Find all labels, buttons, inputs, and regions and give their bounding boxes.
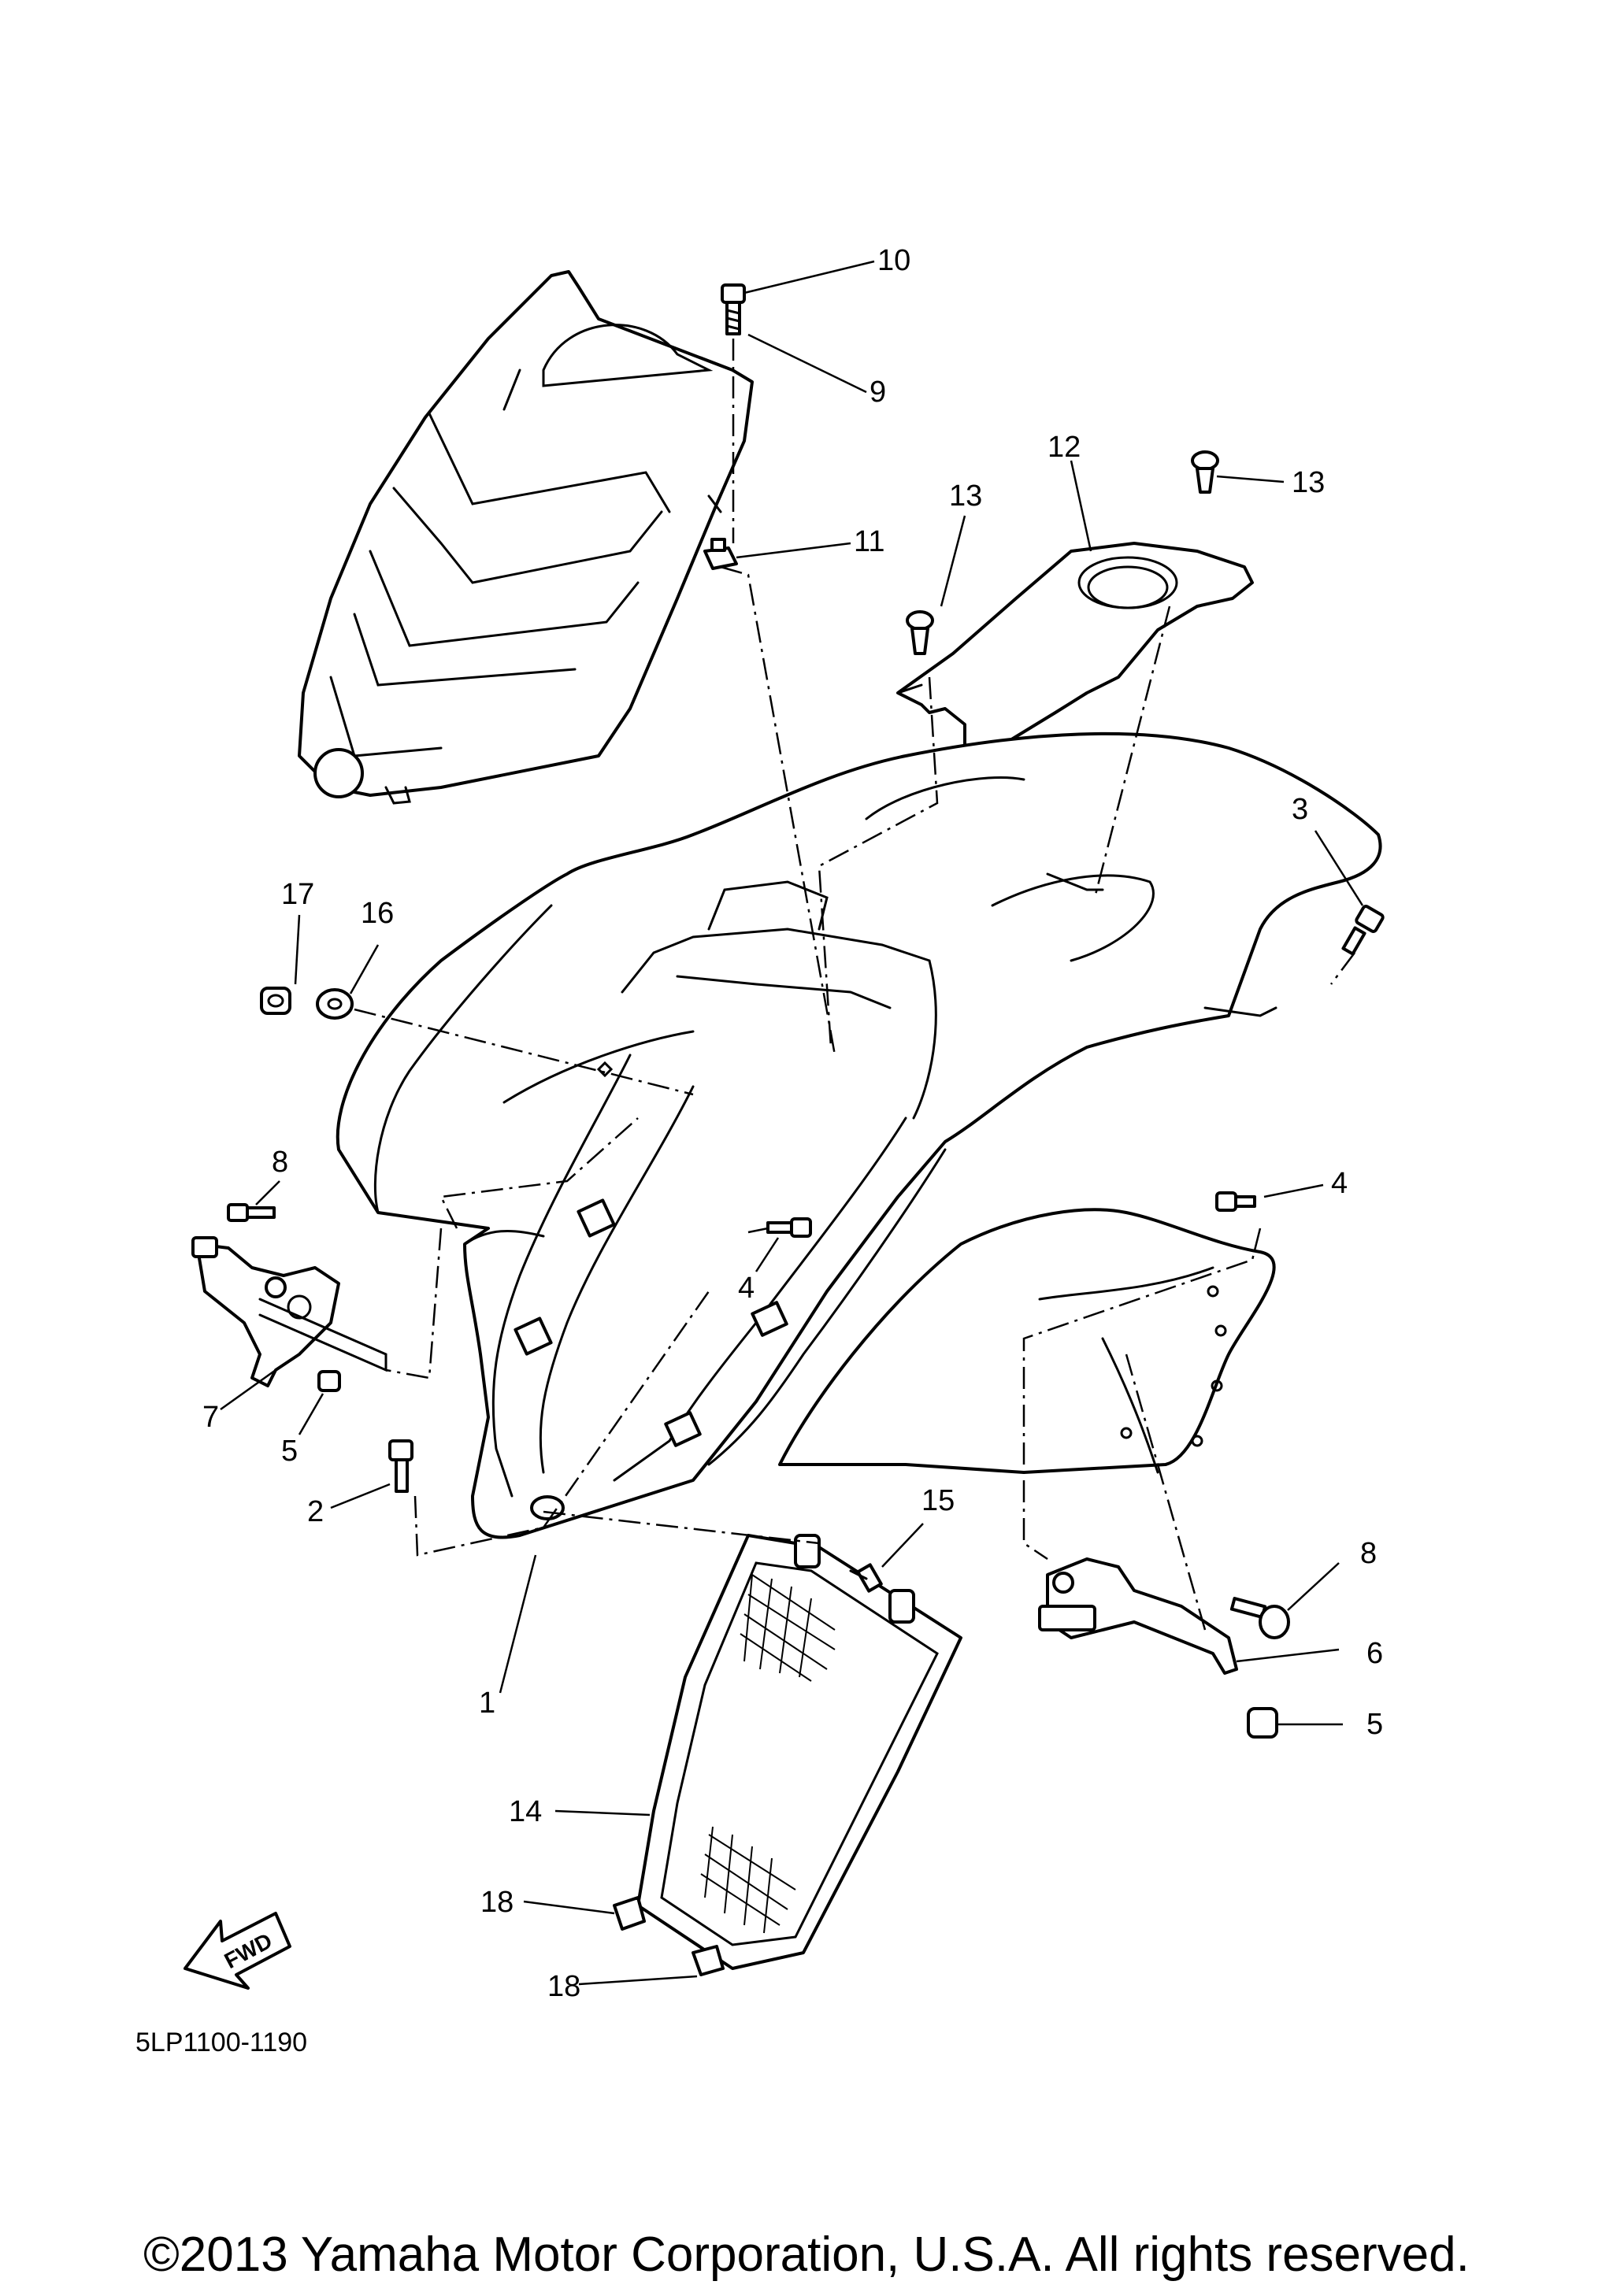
- bolt-2: [388, 1439, 413, 1493]
- callout-5-right: 5: [1366, 1708, 1383, 1741]
- screw-4-right: [1215, 1191, 1256, 1212]
- callout-8-left: 8: [272, 1146, 288, 1179]
- top-panel-part: [896, 542, 1254, 757]
- right-bracket-6: [1038, 1557, 1238, 1675]
- right-fender-panel: [778, 1208, 1276, 1474]
- front-top-cover-part: [298, 270, 754, 805]
- washer-16: [316, 988, 354, 1020]
- grille-panel-part: [636, 1534, 962, 1970]
- screw-15: [849, 1563, 883, 1593]
- callout-12: 12: [1048, 431, 1081, 464]
- callout-17: 17: [281, 878, 314, 911]
- nut-5-left: [317, 1370, 341, 1392]
- callout-11: 11: [854, 525, 884, 558]
- callout-18-lower: 18: [547, 1970, 580, 2003]
- callout-13-left: 13: [949, 480, 982, 513]
- callout-16: 16: [361, 897, 394, 930]
- nut-17: [260, 987, 291, 1015]
- callout-10: 10: [877, 244, 910, 277]
- callout-2: 2: [307, 1495, 324, 1528]
- rivet-13-left: [906, 610, 934, 655]
- callout-15: 15: [921, 1484, 955, 1517]
- leader-lines: [220, 260, 1364, 1986]
- diagram-code: 5LP1100-1190: [135, 2028, 307, 2057]
- callout-4-center: 4: [738, 1272, 755, 1305]
- nut-5-right: [1247, 1707, 1278, 1739]
- callout-13-right: 13: [1292, 466, 1325, 499]
- callout-9: 9: [870, 376, 886, 409]
- front-fender-part: [336, 731, 1382, 1539]
- clip-18-lower: [692, 1945, 725, 1976]
- callout-8-right: 8: [1360, 1537, 1377, 1570]
- callout-3: 3: [1292, 793, 1308, 826]
- clip-nut-11: [703, 538, 738, 570]
- assembly-lines: [354, 339, 1355, 1631]
- callout-4-right: 4: [1331, 1167, 1348, 1200]
- callout-7: 7: [202, 1401, 219, 1434]
- bolt-3: [1341, 905, 1385, 956]
- left-bracket-7: [191, 1236, 387, 1387]
- clip-18-upper: [613, 1896, 646, 1931]
- callout-labels: 10 9 11 12 13 13 3 17 16 8 4 4 7 5 2 15 …: [202, 244, 1383, 2003]
- bolt-10: [721, 283, 746, 335]
- rivet-13-right: [1191, 450, 1219, 494]
- callout-6: 6: [1366, 1637, 1383, 1670]
- screw-4-center: [766, 1217, 812, 1238]
- copyright-notice: ©2013 Yamaha Motor Corporation, U.S.A. A…: [143, 2227, 1470, 2282]
- bolt-8-left: [227, 1203, 276, 1222]
- bolt-8-right: [1229, 1597, 1290, 1639]
- callout-5-left: 5: [281, 1435, 298, 1468]
- callout-14: 14: [509, 1795, 542, 1828]
- fwd-arrow-icon: FWD: [184, 1912, 291, 1990]
- callout-18-upper: 18: [480, 1886, 514, 1919]
- callout-1: 1: [479, 1687, 495, 1720]
